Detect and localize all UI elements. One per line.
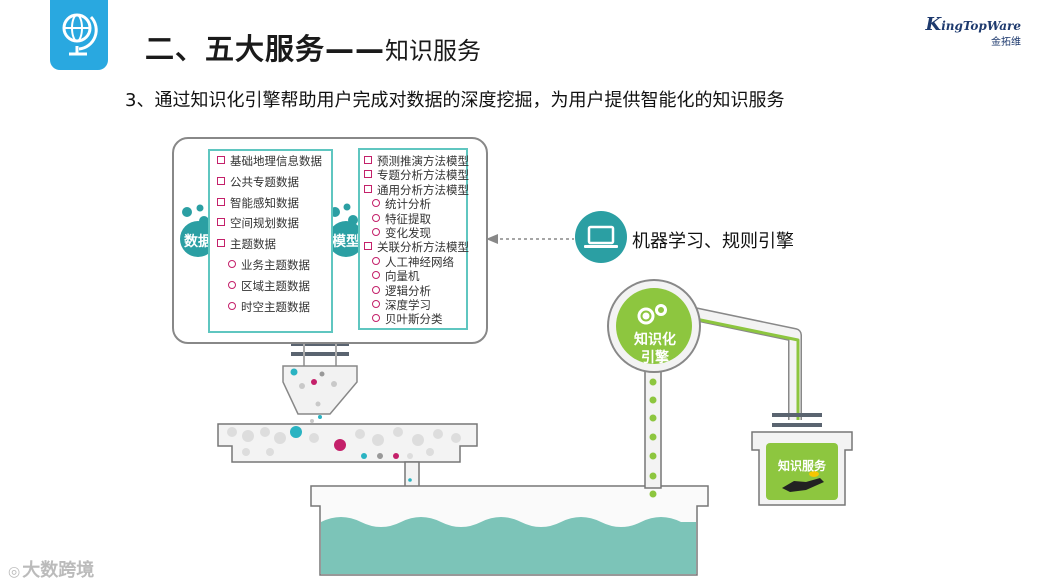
square-bullet-icon <box>364 170 372 179</box>
list-item: 智能感知数据 <box>217 193 331 214</box>
circle-bullet-icon <box>228 301 236 310</box>
list-item: 公共专题数据 <box>217 172 331 193</box>
service-tube <box>683 305 822 427</box>
knowledge-engine-label: 知识化 引擎 <box>622 331 688 367</box>
list-item-text: 通用分析方法模型 <box>377 182 469 197</box>
list-item-text: 专题分析方法模型 <box>377 168 469 183</box>
knowledge-service-box <box>751 431 853 506</box>
watermark-logo-icon: ◎ <box>8 564 21 580</box>
funnel <box>282 365 358 423</box>
list-item-text: 关联分析方法模型 <box>377 240 469 255</box>
square-bullet-icon <box>364 184 372 193</box>
gears-icon <box>637 304 667 325</box>
watermark-text: 大数跨境 <box>22 560 95 581</box>
list-item: 深度学习 <box>364 298 466 312</box>
engine-pipe <box>644 367 662 498</box>
list-item: 主题数据 <box>217 234 331 255</box>
square-bullet-icon <box>364 156 372 164</box>
list-item: 预测推演方法模型 <box>364 154 469 168</box>
circle-bullet-icon <box>228 280 236 289</box>
brand-cn: 金拓维 <box>991 37 1021 48</box>
square-bullet-icon <box>217 239 225 248</box>
title-sub: 知识服务 <box>385 37 482 65</box>
list-item-text: 统计分析 <box>385 197 431 212</box>
list-item-text: 空间规划数据 <box>230 216 299 231</box>
filter-tray <box>217 423 478 496</box>
list-item: 业务主题数据 <box>217 255 331 276</box>
list-item-text: 主题数据 <box>230 237 276 252</box>
circle-bullet-icon <box>372 227 380 236</box>
data-label: 数据 <box>184 234 212 250</box>
square-bullet-icon <box>217 156 225 164</box>
list-item-text: 区域主题数据 <box>241 278 310 293</box>
list-item: 时空主题数据 <box>217 297 331 318</box>
model-label: 模型 <box>332 234 360 250</box>
list-item-text: 特征提取 <box>385 211 431 226</box>
list-item-text: 向量机 <box>385 269 420 284</box>
logo-badge <box>50 0 108 70</box>
square-bullet-icon <box>217 176 225 185</box>
panel-connector <box>291 340 349 366</box>
list-item-text: 公共专题数据 <box>230 174 299 189</box>
knowledge-engine <box>607 279 701 373</box>
list-item-text: 逻辑分析 <box>385 283 431 298</box>
list-item: 空间规划数据 <box>217 213 331 234</box>
circle-bullet-icon <box>372 213 380 222</box>
circle-bullet-icon <box>372 199 380 208</box>
page-title: 二、五大服务——知识服务 <box>145 26 481 68</box>
title-main: 二、五大服务—— <box>145 32 386 66</box>
water-basin <box>310 485 709 576</box>
circle-bullet-icon <box>372 256 380 265</box>
list-item: 变化发现 <box>364 226 466 240</box>
data-list: 基础地理信息数据公共专题数据智能感知数据空间规划数据主题数据业务主题数据区域主题… <box>208 149 333 333</box>
circle-bullet-icon <box>372 271 380 280</box>
brand-en: KingTopWare <box>925 14 1021 35</box>
circle-bullet-icon <box>372 314 380 323</box>
hand-coin-icon <box>782 471 824 492</box>
subtitle: 3、通过知识化引擎帮助用户完成对数据的深度挖掘，为用户提供智能化的知识服务 <box>125 90 785 111</box>
list-item: 关联分析方法模型 <box>364 240 469 255</box>
list-item: 统计分析 <box>364 197 466 211</box>
laptop-icon <box>584 225 618 248</box>
list-item: 专题分析方法模型 <box>364 168 469 183</box>
list-item: 特征提取 <box>364 212 466 226</box>
square-bullet-icon <box>217 218 225 227</box>
circle-bullet-icon <box>372 299 380 308</box>
square-bullet-icon <box>364 242 372 251</box>
list-item: 逻辑分析 <box>364 284 466 298</box>
machine-learning-node <box>575 211 627 263</box>
list-item: 贝叶斯分类 <box>364 312 466 326</box>
list-item: 区域主题数据 <box>217 276 331 297</box>
dashed-arrow <box>486 234 574 244</box>
list-item: 向量机 <box>364 269 466 283</box>
circle-bullet-icon <box>372 285 380 294</box>
globe-icon <box>62 13 98 56</box>
engine-line1: 知识化 <box>634 332 676 348</box>
list-item-text: 深度学习 <box>385 297 431 312</box>
engine-line2: 引擎 <box>641 350 669 366</box>
list-item: 基础地理信息数据 <box>217 151 331 172</box>
brand-logo: KingTopWare 金拓维 <box>926 14 1021 48</box>
machine-learning-label: 机器学习、规则引擎 <box>632 231 794 252</box>
list-item-text: 基础地理信息数据 <box>230 154 322 168</box>
list-item-text: 人工神经网络 <box>385 254 454 269</box>
list-item: 人工神经网络 <box>364 255 466 269</box>
list-item-text: 智能感知数据 <box>230 195 299 210</box>
list-item: 通用分析方法模型 <box>364 182 469 197</box>
list-item-text: 贝叶斯分类 <box>385 312 443 327</box>
circle-bullet-icon <box>228 259 236 268</box>
model-list: 预测推演方法模型专题分析方法模型通用分析方法模型统计分析特征提取变化发现关联分析… <box>358 148 469 330</box>
square-bullet-icon <box>217 197 225 206</box>
list-item-text: 预测推演方法模型 <box>377 154 469 168</box>
list-item-text: 业务主题数据 <box>241 257 310 272</box>
list-item-text: 时空主题数据 <box>241 299 310 314</box>
watermark: ◎大数跨境 <box>8 556 94 582</box>
list-item-text: 变化发现 <box>385 225 431 240</box>
knowledge-service-label: 知识服务 <box>777 459 826 473</box>
